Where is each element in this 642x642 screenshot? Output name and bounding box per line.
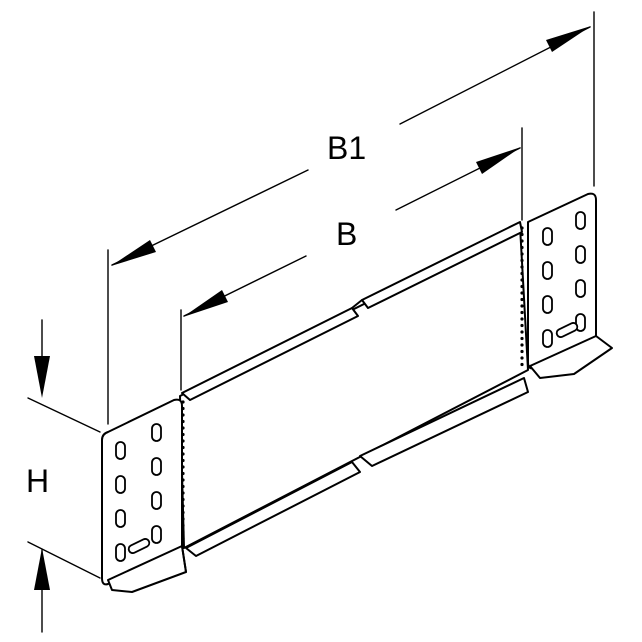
perforation-dot bbox=[520, 336, 524, 341]
perforation-dot bbox=[520, 356, 524, 360]
perforation-dot bbox=[520, 323, 524, 328]
perforation-dot bbox=[181, 530, 185, 534]
perforation-dot bbox=[181, 413, 185, 417]
perforation-dot bbox=[181, 510, 185, 515]
perforation-dot bbox=[520, 271, 524, 276]
perforation-dot bbox=[181, 426, 185, 430]
perforation-dot bbox=[520, 245, 524, 250]
perforation-dot bbox=[181, 478, 185, 482]
perforation-dot bbox=[181, 497, 185, 502]
perforation-dot bbox=[181, 504, 185, 508]
perforation-dot bbox=[181, 536, 185, 541]
perforation-dot bbox=[520, 258, 524, 263]
perforation-dot bbox=[520, 278, 524, 282]
perforation-dot bbox=[181, 471, 185, 476]
b-arrow-right bbox=[476, 147, 521, 174]
perforation-dot bbox=[181, 465, 185, 469]
h-extension-bottom bbox=[27, 541, 101, 579]
perforation-dot bbox=[181, 484, 185, 489]
perforation-dot bbox=[181, 517, 185, 521]
perforation-dot bbox=[520, 284, 524, 289]
perforation-dot bbox=[181, 400, 185, 404]
b-arrow-left bbox=[183, 290, 228, 317]
b-label: B bbox=[336, 216, 357, 252]
left-foot bbox=[107, 545, 187, 593]
left-slots bbox=[115, 423, 162, 562]
b1-arrow-right bbox=[546, 26, 591, 52]
h-arrow-bottom bbox=[34, 548, 50, 590]
perforation-dot bbox=[520, 291, 524, 295]
h-extension-top bbox=[27, 397, 101, 433]
perforation-dot bbox=[181, 452, 185, 456]
perforation-dot bbox=[520, 304, 524, 308]
perforation-dot bbox=[181, 432, 185, 437]
perforation-dot bbox=[181, 445, 185, 450]
top-flange-left bbox=[181, 307, 359, 401]
perforation-dot bbox=[181, 439, 185, 443]
perforation-dot bbox=[181, 458, 185, 463]
perforation-dot bbox=[181, 523, 185, 528]
right-perforation bbox=[520, 226, 524, 367]
reducer-plate bbox=[101, 192, 613, 593]
perforation-dot bbox=[520, 310, 524, 315]
perforation-dot bbox=[520, 317, 524, 321]
h-label: H bbox=[26, 463, 49, 499]
left-perforation bbox=[181, 400, 185, 547]
plate-face bbox=[179, 225, 529, 549]
right-slots bbox=[542, 211, 586, 348]
bottom-flange-right bbox=[359, 377, 529, 467]
top-flange-right bbox=[361, 221, 523, 309]
perforation-dot bbox=[520, 343, 524, 347]
perforation-dot bbox=[520, 239, 524, 243]
right-foot bbox=[529, 335, 613, 379]
h-arrow-top bbox=[34, 356, 50, 398]
perforation-dot bbox=[181, 491, 185, 495]
perforation-dot bbox=[520, 265, 524, 269]
top-flange-step bbox=[351, 299, 363, 309]
perforation-dot bbox=[181, 419, 185, 424]
perforation-dot bbox=[520, 226, 524, 230]
perforation-dot bbox=[520, 349, 524, 354]
perforation-dot bbox=[520, 330, 524, 334]
perforation-dot bbox=[520, 232, 524, 237]
bottom-flange-left bbox=[185, 461, 361, 557]
perforation-dot bbox=[520, 297, 524, 302]
perforation-dot bbox=[181, 543, 185, 547]
b1-arrow-left bbox=[111, 240, 156, 266]
left-foot-edge bbox=[181, 545, 187, 573]
perforation-dot bbox=[520, 362, 524, 367]
b1-label: B1 bbox=[327, 130, 366, 166]
perforation-dot bbox=[181, 406, 185, 411]
perforation-dot bbox=[520, 252, 524, 256]
